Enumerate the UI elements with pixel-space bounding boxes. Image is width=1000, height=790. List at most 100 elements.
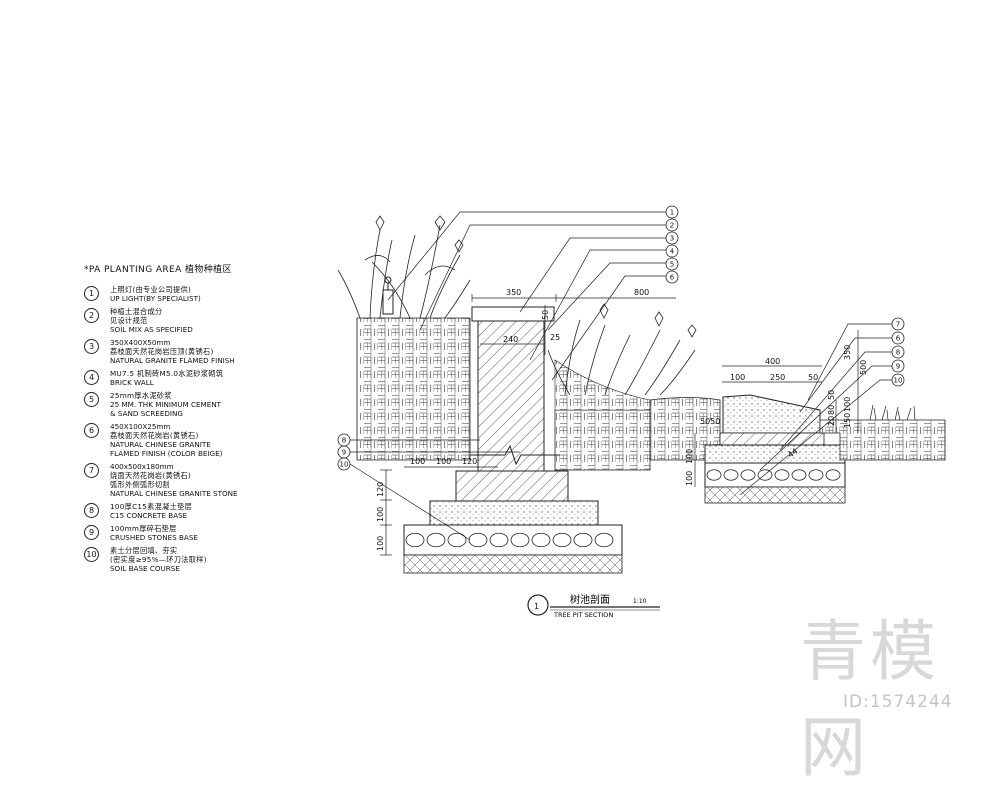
callout-circle (891, 345, 905, 359)
caption-title-cn: 树池剖面 (570, 593, 610, 606)
drawing-caption: 1 树池剖面 1:10 TREE PIT SECTION (527, 593, 660, 619)
dim-r50b: 50 (827, 390, 836, 400)
legend-text: 荔枝面天然花岗岩压顶(黄锈石) (110, 347, 214, 356)
legend-text: SOIL BASE COURSE (110, 564, 180, 573)
legend-text: 25 MM. THK MINIMUM CEMENT (110, 400, 222, 409)
callout-number: 6 (896, 335, 901, 343)
callout-number: 1 (670, 209, 674, 217)
brick-wall (477, 320, 545, 472)
stone (825, 469, 841, 481)
stone (808, 469, 824, 481)
legend-text: 100厚C15素混凝土垫层 (110, 502, 193, 511)
callout-number: 7 (896, 321, 900, 329)
legend-title: *PA PLANTING AREA 植物种植区 (84, 265, 232, 275)
legend-number: 2 (84, 308, 99, 323)
dim-25: 25 (550, 333, 560, 342)
callout-number: 4 (670, 248, 675, 256)
crushed-stone-base (403, 524, 623, 556)
legend-text: 上照灯(由专业公司提供) (110, 285, 192, 294)
dim-r400: 400 (765, 357, 780, 366)
legend-text: 素土分层回填、夯实 (110, 546, 178, 555)
legend-text: 350X400X50mm (110, 338, 171, 347)
dim-r50: 50 (808, 373, 818, 382)
dim-350: 350 (506, 288, 521, 297)
legend-number: 3 (84, 339, 99, 354)
callout-number: 10 (894, 377, 903, 385)
stone (426, 532, 446, 548)
paving-section (819, 419, 946, 461)
stone (531, 532, 551, 548)
callout-number: 6 (670, 274, 675, 282)
dim-100a: 100 (410, 457, 425, 466)
dim-r100: 100 (730, 373, 745, 382)
middle-plants (547, 303, 697, 396)
legend-text: NATURAL GRANITE FLAMED FINISH (110, 356, 235, 365)
caption-scale: 1:10 (633, 598, 647, 605)
legend-text: 25mm厚水泥砂浆 (110, 391, 172, 400)
callout-number: 5 (670, 261, 674, 269)
callout-number: 2 (670, 222, 674, 230)
legend-text: UP LIGHT(BY SPECIALIST) (110, 294, 201, 303)
stone (447, 532, 467, 548)
legend-text: 见设计规范 (110, 316, 148, 325)
dim-r250: 250 (770, 373, 785, 382)
dim-100b: 100 (436, 457, 451, 466)
legend-text: SOIL MIX AS SPECIFIED (110, 325, 193, 334)
callout-circle (337, 457, 351, 471)
callout-leaders (349, 211, 892, 541)
dim-r100v1: 100 (685, 449, 694, 464)
dim-800: 800 (634, 288, 649, 297)
left-planting-soil (356, 317, 471, 461)
callout-circle (665, 205, 679, 219)
legend-text: 种植土混合成分 (110, 307, 163, 316)
callout-circle (891, 331, 905, 345)
stone (723, 469, 739, 481)
callout-circle (891, 317, 905, 331)
dim-r100c: 100 (843, 397, 852, 412)
callout-number: 8 (342, 437, 346, 445)
dim-50: 50 (541, 310, 550, 320)
dim-120a: 120 (462, 457, 477, 466)
callout-circle (891, 373, 905, 387)
soil-base (403, 554, 623, 574)
dimension-lines-left (380, 294, 676, 556)
grass-right (869, 404, 916, 421)
callout-number: 10 (340, 461, 349, 469)
stone (774, 469, 790, 481)
stone (740, 469, 756, 481)
legend-text: FLAMED FINISH (COLOR BEIGE) (110, 449, 223, 458)
dim-r5050: 5050 (700, 417, 720, 426)
stone (594, 532, 614, 548)
legend-number: 8 (84, 503, 99, 518)
legend-text: 弧形外侧弧形切割 (110, 480, 170, 489)
legend-text: CRUSHED STONES BASE (110, 533, 198, 542)
dim-r150: 150 (843, 413, 852, 428)
dim-r350: 350 (843, 345, 852, 360)
stone (573, 532, 593, 548)
legend-number: 10 (84, 547, 99, 562)
dim-r80: 80 (827, 405, 836, 415)
stone (489, 532, 509, 548)
left-plants (337, 215, 471, 319)
legend-text: 450X100X25mm (110, 422, 171, 431)
dim-120b: 120 (376, 482, 385, 497)
stone (552, 532, 572, 548)
callout-circle (665, 270, 679, 284)
dim-r500: 500 (859, 360, 868, 375)
callout-number: 9 (342, 449, 346, 457)
legend-text: 烧面天然花岗岩(黄锈石) (110, 471, 192, 480)
legend-text: NATURAL CHINESE GRANITE STONE (110, 489, 238, 498)
right-concrete-base (704, 444, 846, 464)
right-soil-base (704, 486, 846, 504)
legend-text: BRICK WALL (110, 378, 154, 387)
callout-circle (665, 231, 679, 245)
dim-240: 240 (503, 335, 518, 344)
stone (510, 532, 530, 548)
stone (706, 469, 722, 481)
